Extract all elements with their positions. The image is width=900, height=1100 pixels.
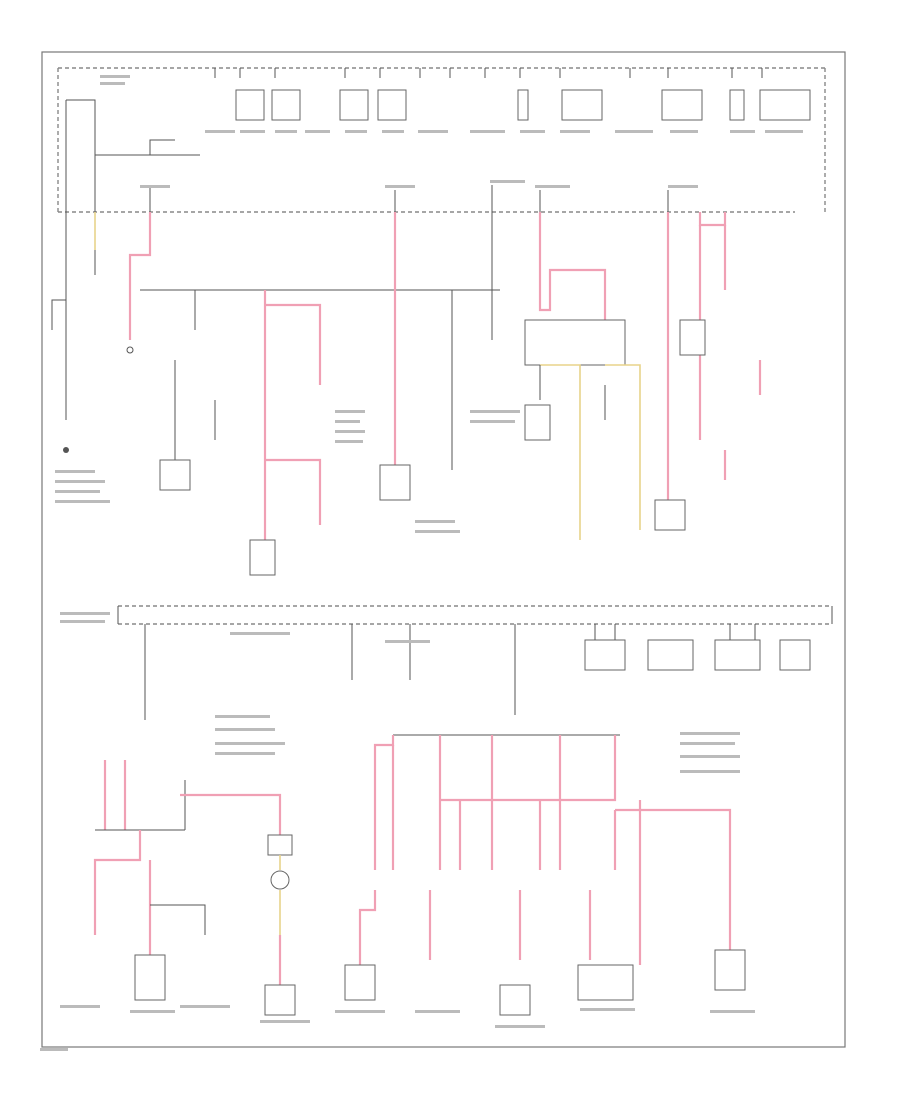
lower-circuits [93,734,746,1016]
upper-fuse-block [51,67,826,330]
upper-circuits [63,212,762,576]
middle-bus [117,605,833,720]
label-marks [40,75,803,1051]
top-fuse-row [235,89,811,121]
diagram-frame [41,51,846,1048]
